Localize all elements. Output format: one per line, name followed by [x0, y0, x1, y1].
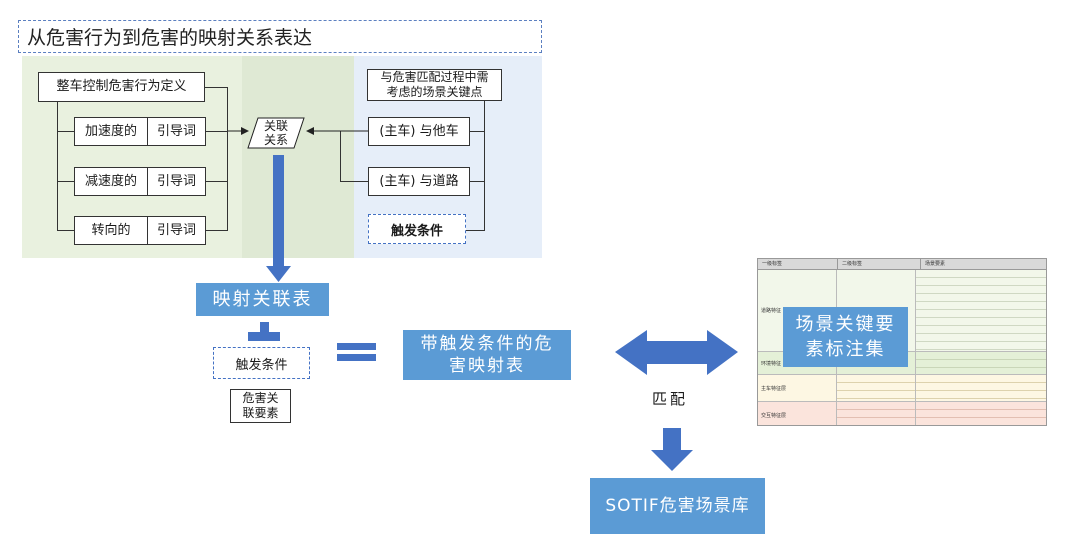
right-branch-1: [470, 131, 484, 132]
scene-annotation-line2: 素标注集: [805, 339, 886, 360]
left-branch-1: [57, 131, 74, 132]
relation-line1: 关联: [263, 119, 288, 133]
vehicle-control-hazard-label: 整车控制危害行为定义: [56, 79, 187, 94]
table-env-sub: [837, 352, 916, 374]
right-branch-3: [466, 230, 484, 231]
triggered-hazard-line1: 带触发条件的危: [420, 334, 554, 354]
table-ego-sub: [837, 375, 916, 401]
left-merge-row3: [206, 230, 227, 231]
equals-bottom: [337, 354, 376, 361]
relation-label: 关联 关系: [252, 118, 300, 148]
table-road-items: [916, 270, 1046, 351]
sotif-library-label: SOTIF危害场景库: [605, 496, 750, 516]
mapping-table-label: 映射关联表: [212, 288, 313, 310]
table-header-2: 二级标签: [838, 259, 921, 269]
deceleration-tag: 引导词: [156, 173, 196, 189]
hazard-elements-box: 危害关 联要素: [230, 389, 291, 423]
scene-keypoints-line2: 考虑的场景关键点: [386, 85, 483, 99]
left-merge-vertical: [227, 87, 228, 231]
steering-row: 转向的 引导词: [74, 216, 206, 245]
down-arrow-shaft: [273, 155, 284, 268]
triggered-hazard-map-box: 带触发条件的危 害映射表: [403, 330, 571, 380]
table-group-interaction-label: 交互特征层: [758, 402, 837, 425]
down-arrow-head: [266, 266, 291, 282]
right-merge-vertical: [340, 131, 341, 181]
left-branch-3: [57, 230, 74, 231]
table-group-ego: 主车特征层: [758, 375, 1046, 402]
table-group-ego-label: 主车特征层: [758, 375, 837, 401]
left-merge-row1: [206, 131, 227, 132]
scene-annotation-line1: 场景关键要: [795, 314, 896, 335]
relation-line2: 关系: [263, 133, 288, 147]
table-interaction-sub: [837, 402, 916, 425]
match-label: 匹配: [640, 388, 700, 410]
sotif-arrow-head: [651, 450, 693, 471]
trigger-condition-box: 触发条件: [368, 214, 466, 244]
sotif-library-box: SOTIF危害场景库: [590, 478, 765, 534]
hazard-elements-line1: 危害关: [242, 391, 279, 405]
table-header-row: 一级标签 二级标签 场景要素: [758, 259, 1046, 270]
right-merge-row2: [340, 181, 368, 182]
left-merge-row2: [206, 181, 227, 182]
center-panel: [242, 56, 354, 258]
relation-parallelogram: [247, 117, 305, 149]
plus-trigger-box: 触发条件: [213, 347, 310, 379]
hazard-elements-line2: 联要素: [242, 406, 279, 420]
scene-annotation-box: 场景关键要 素标注集: [783, 307, 908, 367]
table-env-items: [916, 352, 1046, 374]
acceleration-tag: 引导词: [156, 123, 196, 139]
diagram-title-text: 从危害行为到危害的映射关系表达: [27, 27, 313, 49]
ego-road-box: (主车) 与道路: [368, 167, 470, 196]
table-ego-items: [916, 375, 1046, 401]
diagram-title: 从危害行为到危害的映射关系表达: [18, 20, 542, 53]
double-arrow: [615, 330, 738, 375]
table-interaction-items: [916, 402, 1046, 425]
plus-vertical: [260, 322, 269, 339]
right-branch-2: [470, 181, 484, 182]
table-group-interaction: 交互特征层: [758, 402, 1046, 425]
table-road-sub: [837, 270, 916, 351]
table-header-3: 场景要素: [925, 261, 946, 267]
left-branch-2: [57, 181, 74, 182]
acceleration-label: 加速度的: [75, 118, 148, 145]
vehicle-control-hazard-box: 整车控制危害行为定义: [38, 72, 205, 102]
acceleration-row: 加速度的 引导词: [74, 117, 206, 146]
table-header-1: 一级标签: [758, 259, 838, 269]
equals-top: [337, 343, 376, 350]
triggered-hazard-line2: 害映射表: [449, 356, 525, 376]
deceleration-row: 减速度的 引导词: [74, 167, 206, 196]
scene-keypoints-box: 与危害匹配过程中需 考虑的场景关键点: [367, 69, 502, 101]
mapping-table-box: 映射关联表: [196, 283, 329, 316]
steering-label: 转向的: [75, 217, 148, 244]
sotif-arrow-shaft: [663, 428, 681, 452]
ego-other-vehicle-label: (主车) 与他车: [379, 123, 459, 139]
match-text: 匹配: [651, 390, 688, 408]
steering-tag: 引导词: [156, 222, 196, 238]
plus-trigger-label: 触发条件: [235, 357, 288, 373]
left-header-right-connector: [205, 87, 227, 88]
right-vertical-connector: [484, 101, 485, 231]
scene-keypoints-line1: 与危害匹配过程中需: [380, 70, 489, 84]
trigger-condition-label: 触发条件: [390, 223, 443, 239]
deceleration-label: 减速度的: [75, 168, 148, 195]
ego-other-vehicle-box: (主车) 与他车: [368, 117, 470, 146]
ego-road-label: (主车) 与道路: [379, 173, 459, 189]
left-vertical-connector: [57, 101, 58, 231]
